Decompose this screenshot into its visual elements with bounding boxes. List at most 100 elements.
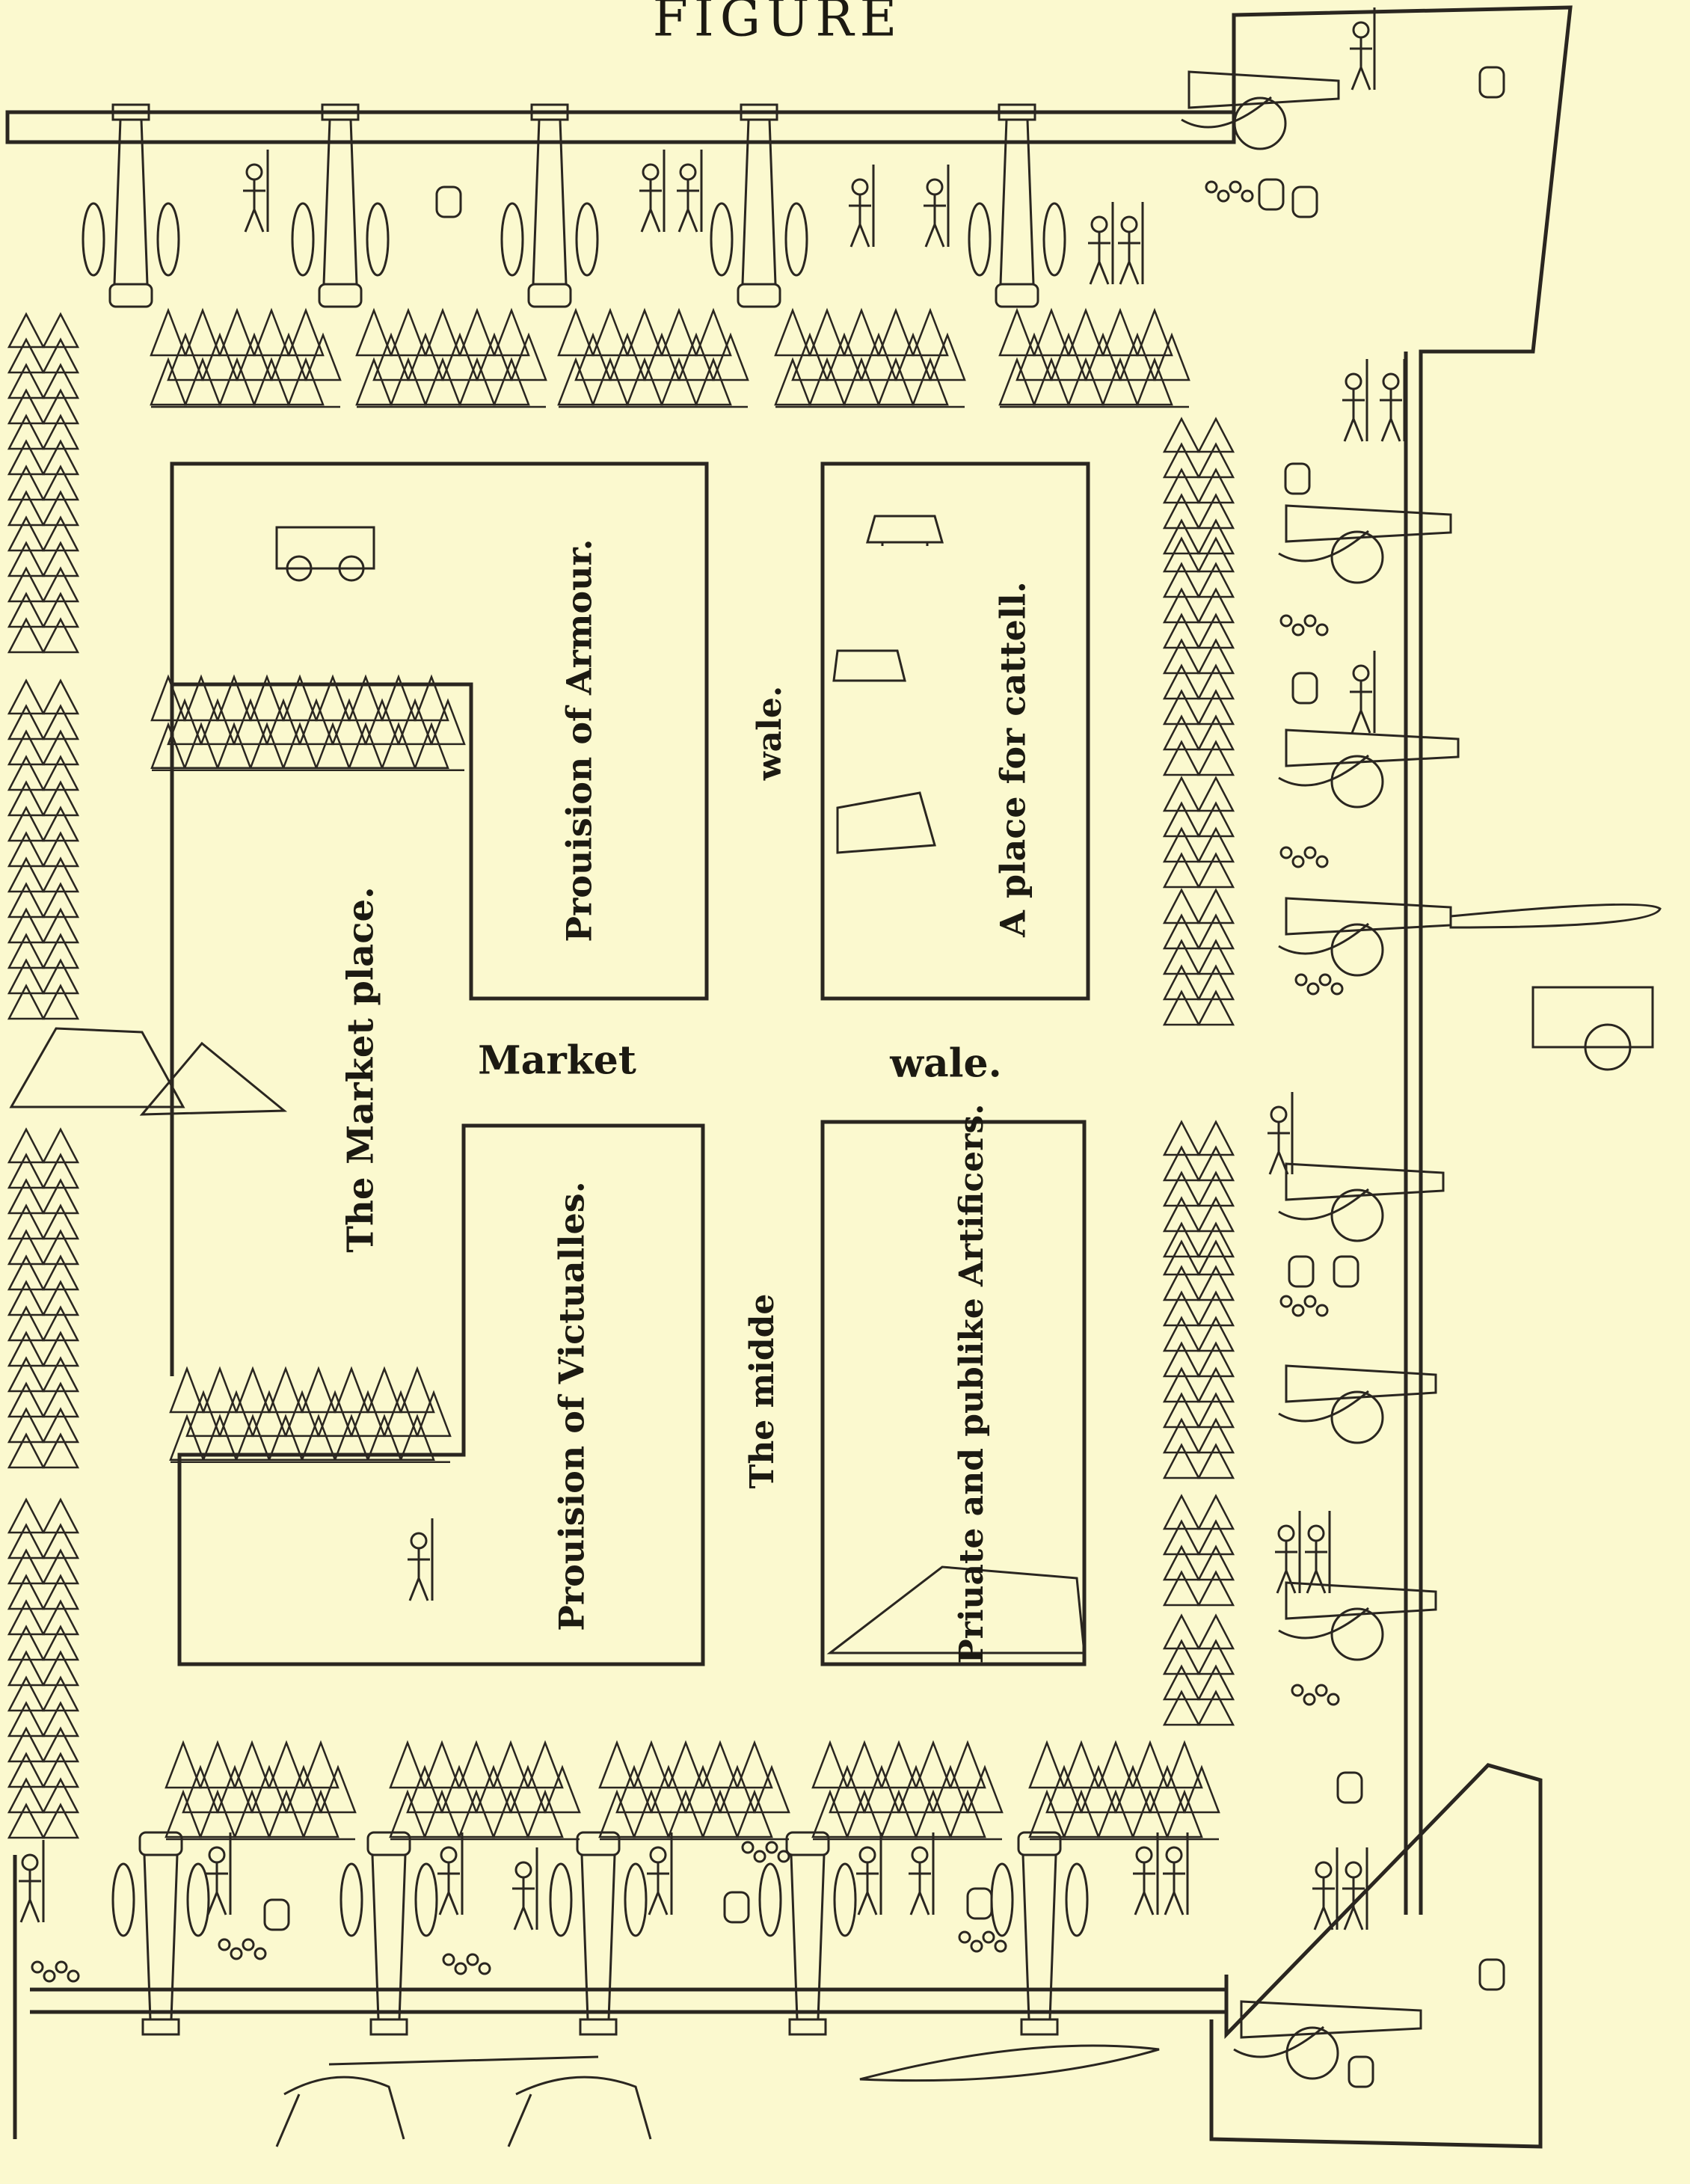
tree-icon: [1131, 1789, 1169, 1838]
tree-icon: [609, 332, 646, 381]
cannonball-icon: [970, 1939, 983, 1953]
tree-col-right-6: [1162, 1120, 1235, 1258]
tree-icon: [1162, 1639, 1201, 1675]
tree-icon: [843, 307, 880, 357]
tree-icon: [1196, 964, 1235, 1001]
tree-icon: [1196, 467, 1235, 504]
wheel-icon: [833, 1862, 857, 1937]
tree-icon: [677, 332, 715, 381]
cannonball-icon: [1303, 846, 1317, 859]
cannon-barrel: [322, 118, 358, 286]
tree-icon: [1033, 357, 1070, 406]
tree-icon: [7, 984, 46, 1020]
cannonball-icon: [254, 1947, 267, 1960]
cannon-barrel: [1021, 1853, 1057, 2021]
head: [911, 1846, 929, 1864]
tree-icon: [41, 541, 80, 577]
tree-icon: [1097, 1740, 1134, 1789]
tree-icon: [390, 357, 427, 406]
cannon-bottom-3: [549, 1831, 648, 2036]
tree-icon: [7, 1548, 46, 1585]
soldier-icon-8: [1350, 7, 1376, 91]
tree-icon: [1162, 1664, 1201, 1701]
cannon-top-1: [82, 103, 180, 308]
tree-icon: [7, 617, 46, 654]
cannonball-icon: [230, 1947, 243, 1960]
cannonball-icon: [1294, 973, 1308, 987]
cannonball-icon: [43, 1969, 56, 1983]
tree-icon: [1196, 613, 1235, 649]
soldier-icon-24: [1163, 1832, 1189, 1915]
tree-icon: [441, 332, 479, 381]
tree-icon: [169, 1366, 205, 1414]
tree-icon: [199, 1740, 236, 1789]
body: [1088, 232, 1110, 285]
tree-icon: [218, 357, 256, 406]
tree-icon: [41, 678, 80, 715]
cannon-smoke-bottom: [859, 2044, 1160, 2082]
wheel-icon: [710, 202, 734, 277]
tree-icon: [183, 722, 219, 770]
soldier-icon-12: [1268, 1092, 1294, 1175]
tree-icon: [41, 1497, 80, 1534]
tree-icon: [334, 1414, 369, 1461]
tree-icon: [1166, 1789, 1203, 1838]
tree-icon: [1162, 562, 1201, 598]
body: [677, 180, 699, 233]
cannonball-icon: [1229, 180, 1242, 194]
tree-icon: [808, 307, 846, 357]
tree-icon: [667, 1740, 704, 1789]
tree-icon: [7, 490, 46, 527]
page-title: FIGURE: [652, 0, 903, 49]
cannonball-icon: [31, 1960, 44, 1974]
tree-icon: [1149, 1764, 1186, 1814]
soldier-icon-3: [677, 150, 703, 233]
tree-icon: [1162, 1443, 1201, 1479]
tree-icon: [7, 1625, 46, 1661]
tree-icon: [319, 1764, 357, 1814]
soldier-icon-7: [1118, 202, 1144, 285]
tree-icon: [633, 1789, 670, 1838]
tree-icon: [270, 332, 307, 381]
tree-icon: [846, 1789, 883, 1838]
tree-icon: [1196, 1545, 1235, 1581]
tree-icon: [492, 1789, 529, 1838]
soldier-icon-9: [1342, 359, 1368, 442]
tree-icon: [843, 357, 880, 406]
tree-icon: [7, 1153, 46, 1189]
tree-col-right-10: [1162, 1613, 1235, 1726]
head: [1165, 1846, 1183, 1864]
head: [245, 163, 263, 181]
wheel-icon: [500, 202, 524, 277]
tree-icon: [966, 1764, 1004, 1814]
tree-icon: [41, 984, 80, 1020]
label-midde: The midde: [743, 1293, 781, 1489]
tree-icon: [7, 1650, 46, 1687]
body: [856, 1862, 879, 1915]
tree-icon: [949, 1789, 986, 1838]
barrel-icon-4: [1291, 185, 1318, 218]
soldiers: [19, 7, 1406, 1930]
tree-icon: [282, 674, 318, 722]
head: [1090, 215, 1108, 233]
tree-icon: [216, 674, 252, 722]
tree-icon: [184, 357, 221, 406]
tree-icon: [424, 307, 461, 357]
tree-col-right-9: [1162, 1494, 1235, 1607]
wheel-icon: [286, 555, 313, 582]
tree-icon: [1196, 1341, 1235, 1378]
wheel-icon: [186, 1862, 210, 1937]
tree-icon: [355, 357, 393, 406]
tree-icon: [998, 357, 1036, 406]
barrel-icon-2: [1478, 66, 1505, 99]
cannon-carriage: [1278, 530, 1369, 562]
tree-icon: [1196, 1145, 1235, 1182]
cannon-barrel: [143, 1853, 179, 2021]
tree-icon: [304, 332, 342, 381]
cannon-barrel: [999, 118, 1035, 286]
cannonball-icon: [1327, 1693, 1340, 1706]
cannon-trail: [108, 283, 153, 308]
cannonball-icon: [1205, 180, 1218, 194]
tree-icon: [476, 332, 513, 381]
cannon-trail: [138, 1831, 183, 1856]
